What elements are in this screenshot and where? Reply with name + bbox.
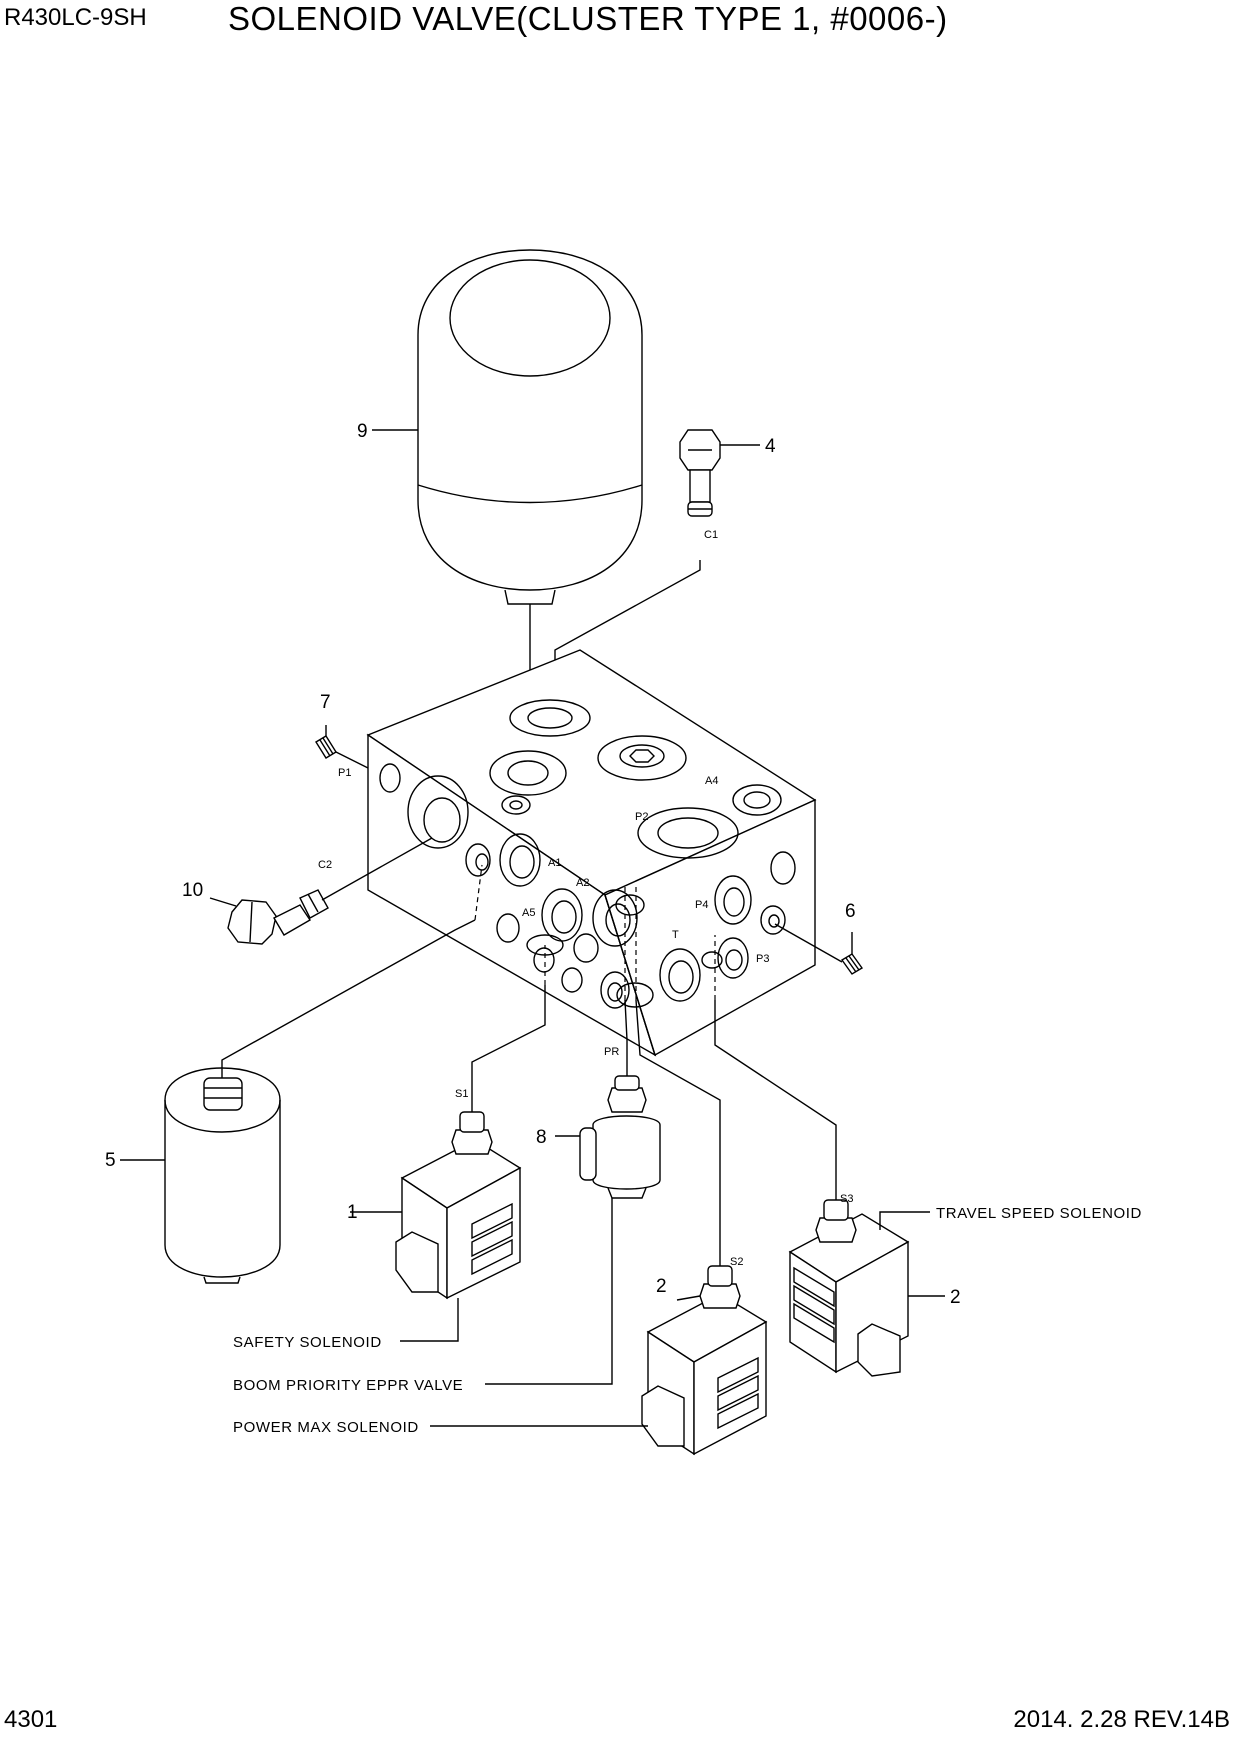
port-label-a2: A2 — [576, 877, 589, 889]
port-label-s2: S2 — [730, 1256, 743, 1268]
plug-part-10 — [227, 889, 329, 945]
filter-part-5 — [164, 1067, 281, 1284]
note-travel-speed-solenoid: TRAVEL SPEED SOLENOID — [936, 1205, 1142, 1222]
plug-part-7 — [315, 735, 337, 759]
accumulator-part-9 — [417, 249, 643, 605]
callout-8: 8 — [536, 1127, 547, 1148]
port-label-t: T — [672, 929, 679, 941]
date-revision: 2014. 2.28 REV.14B — [1013, 1706, 1230, 1733]
plug-part-6 — [840, 953, 864, 975]
note-safety-solenoid: SAFETY SOLENOID — [233, 1334, 382, 1351]
callout-4: 4 — [765, 436, 776, 457]
note-power-max-solenoid: POWER MAX SOLENOID — [233, 1419, 419, 1436]
callout-2-right: 2 — [950, 1287, 961, 1308]
eppr-valve-part-8 — [579, 1075, 661, 1199]
plug-part-4 — [679, 429, 721, 517]
port-label-pr: PR — [604, 1046, 619, 1058]
callout-10: 10 — [182, 880, 203, 901]
port-label-c1: C1 — [704, 529, 718, 541]
travel-speed-solenoid-part-2 — [788, 1199, 910, 1377]
manifold-block — [366, 649, 817, 1057]
port-label-p1: P1 — [338, 767, 351, 779]
power-max-solenoid-part-2 — [641, 1265, 768, 1456]
model-number: R430LC-9SH — [4, 4, 147, 31]
port-label-s1: S1 — [455, 1088, 468, 1100]
port-label-p2: P2 — [635, 811, 648, 823]
diagram-title: SOLENOID VALVE(CLUSTER TYPE 1, #0006-) — [228, 0, 948, 37]
port-label-a1: A1 — [548, 857, 561, 869]
port-label-c2: C2 — [318, 859, 332, 871]
port-label-a5: A5 — [522, 907, 535, 919]
safety-solenoid-part-1 — [395, 1111, 522, 1300]
callout-1: 1 — [347, 1202, 358, 1223]
port-label-s3: S3 — [840, 1193, 853, 1205]
note-boom-priority-eppr-valve: BOOM PRIORITY EPPR VALVE — [233, 1377, 463, 1394]
port-label-a4: A4 — [705, 775, 718, 787]
callout-2-lower: 2 — [656, 1276, 667, 1297]
callout-5: 5 — [105, 1150, 116, 1171]
callout-9: 9 — [357, 421, 368, 442]
callout-7: 7 — [320, 692, 331, 713]
port-label-p3: P3 — [756, 953, 769, 965]
callout-6: 6 — [845, 901, 856, 922]
page-number: 4301 — [4, 1706, 58, 1733]
port-label-p4: P4 — [695, 899, 708, 911]
